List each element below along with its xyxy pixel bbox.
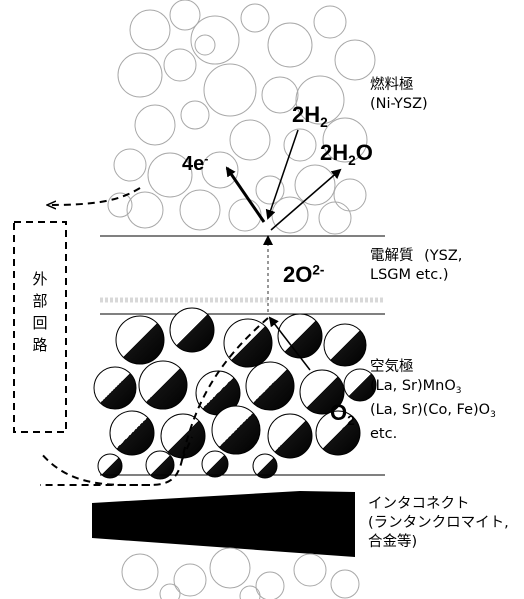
anode-label: 燃料極 (Ni-YSZ) [370, 76, 428, 114]
lower-porous-particles [121, 547, 360, 599]
electron-arrow [225, 166, 266, 223]
external-circuit-char-4: 路 [32, 336, 48, 354]
external-circuit-char-3: 回 [32, 314, 48, 332]
h2o-label: 2H2O [320, 140, 373, 168]
external-circuit-box [13, 221, 67, 433]
interconnect-material-line1: (ランタンクロマイト, [368, 515, 509, 531]
electron-return-path [48, 187, 141, 205]
h2-label: 2H2 [292, 102, 328, 130]
external-circuit-char-2: 部 [32, 292, 48, 310]
cathode-particles [93, 307, 377, 480]
cathode-material-2: (La, Sr)(Co, Fe)O3 [370, 402, 496, 421]
external-circuit-path [40, 317, 269, 486]
interconnect-material-line2: 合金等) [368, 534, 418, 550]
o2-label: O2 [330, 400, 355, 428]
cathode-material-etc: etc. [370, 426, 398, 443]
cathode-label: 空気極 (La, Sr)MnO3 (La, Sr)(Co, Fe)O3 etc. [370, 358, 496, 444]
electrolyte-name: 電解質 [370, 248, 414, 264]
cathode-material-1: (La, Sr)MnO3 [370, 378, 462, 397]
electrolyte-material-line1: (YSZ, [424, 248, 463, 264]
electrolyte-material-line2: LSGM etc.) [370, 267, 449, 283]
anode-particles [107, 0, 376, 235]
electrolyte-label: 電解質 (YSZ, LSGM etc.) [370, 247, 462, 285]
anode-material: (Ni-YSZ) [370, 96, 428, 112]
external-circuit-char-1: 外 [32, 270, 48, 288]
interconnect-label: インタコネクト (ランタンクロマイト, 合金等) [368, 495, 509, 552]
cathode-name: 空気極 [370, 359, 414, 375]
electron-label: 4e- [182, 152, 209, 175]
anode-name: 燃料極 [370, 77, 414, 93]
interconnect-name: インタコネクト [368, 496, 470, 512]
external-circuit-label: 外 部 回 路 [31, 268, 49, 356]
h2o-arrow [270, 168, 342, 231]
o2-arrow [268, 316, 311, 371]
oxide-ion-label: 2O2- [283, 262, 325, 287]
h2-arrow [265, 129, 299, 220]
interconnect-layer [92, 491, 355, 557]
